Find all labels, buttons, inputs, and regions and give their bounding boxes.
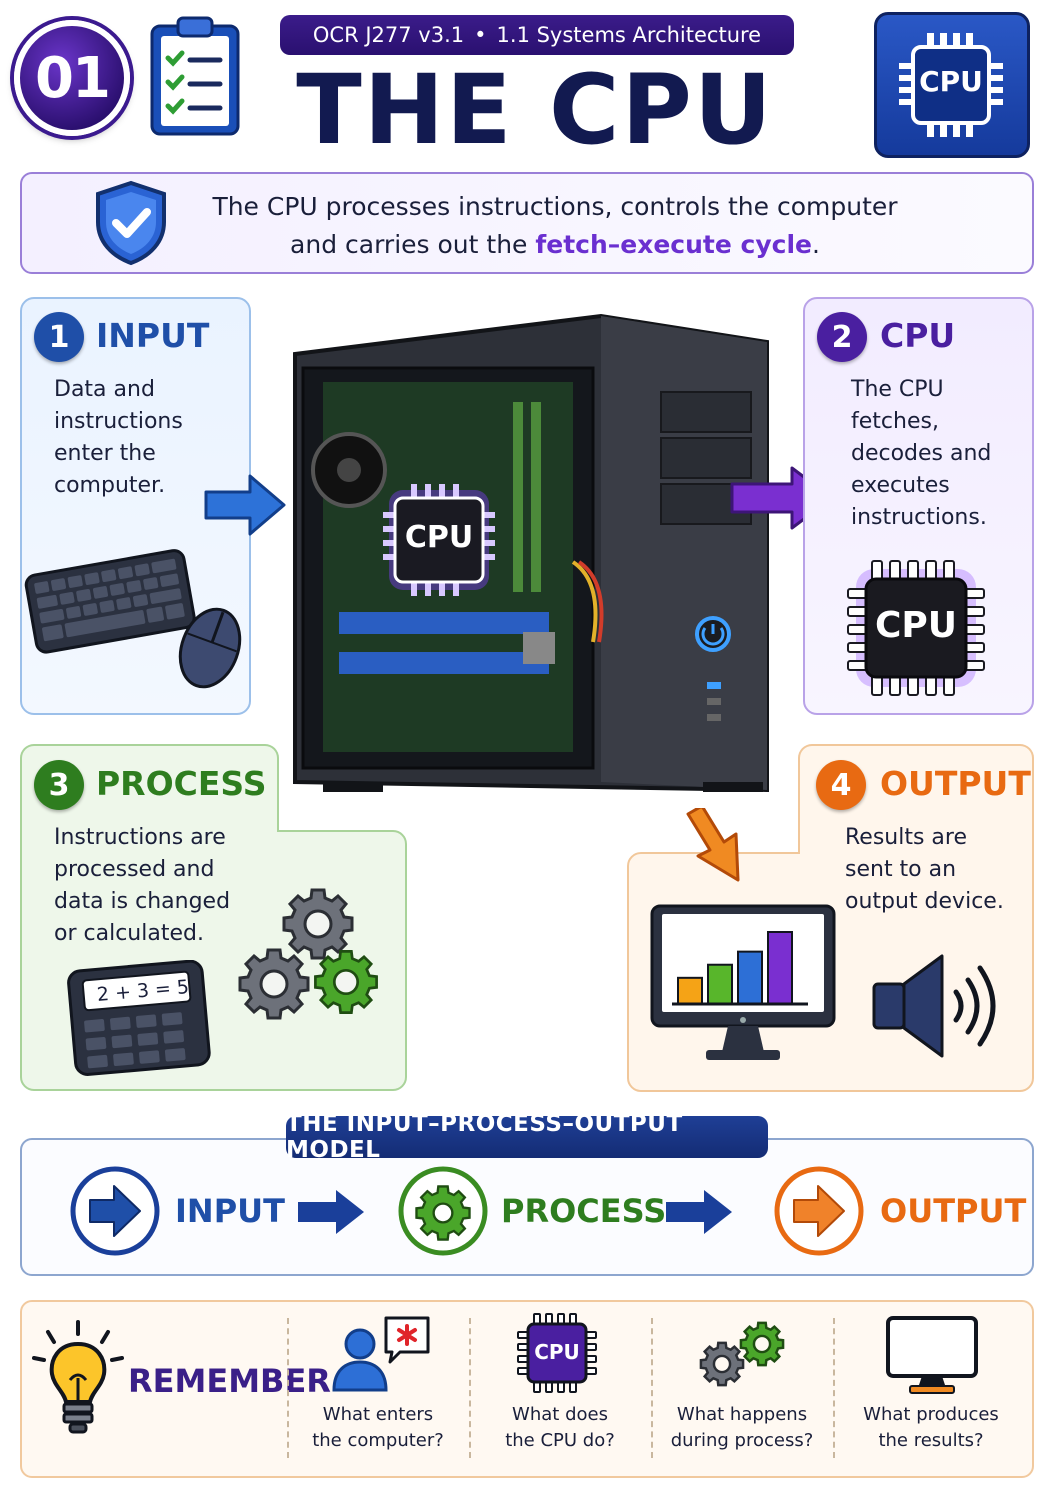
spec-topic: 1.1 Systems Architecture bbox=[496, 23, 762, 47]
step-2-number: 2 bbox=[817, 312, 867, 362]
step-1-line: enter the bbox=[54, 441, 156, 466]
output-circle-icon bbox=[774, 1166, 864, 1256]
fetch-execute-highlight: fetch–execute cycle bbox=[535, 230, 812, 259]
gears-icon bbox=[699, 1321, 785, 1387]
output-bar-chart bbox=[672, 931, 808, 1006]
step-2-line: fetches, bbox=[851, 409, 939, 434]
calculator-icon bbox=[67, 960, 211, 1076]
step-4-text: Results are sent to an output device. bbox=[845, 822, 1004, 918]
ipo-output-label: OUTPUT bbox=[880, 1192, 1027, 1230]
cpu-chip-icon bbox=[899, 33, 1003, 137]
step-3-text: Instructions are processed and data is c… bbox=[54, 822, 230, 950]
step-2-text: The CPU fetches, decodes and executes in… bbox=[851, 374, 991, 534]
definition-line-2-suffix: . bbox=[812, 230, 820, 259]
remember-title: REMEMBER bbox=[128, 1362, 331, 1400]
step-3-line: Instructions are bbox=[54, 825, 226, 850]
step-1-line: Data and bbox=[54, 377, 155, 402]
remember-question-3: What happens during process? bbox=[656, 1402, 828, 1454]
remember-question-4: What produces the results? bbox=[845, 1402, 1017, 1454]
remember-chip-label: CPU bbox=[534, 1340, 580, 1364]
question-line: during process? bbox=[670, 1430, 814, 1451]
page-title: THE CPU bbox=[296, 54, 774, 166]
remember-question-1: What enters the computer? bbox=[292, 1402, 464, 1454]
step-3-line: processed and bbox=[54, 857, 215, 882]
user-speech-icon bbox=[332, 1316, 430, 1392]
cpu-chip-icon bbox=[847, 560, 985, 696]
output-chart-bar bbox=[707, 963, 733, 1005]
output-chart-bar bbox=[767, 931, 793, 1005]
arrow-down-right-icon bbox=[686, 808, 740, 882]
tower-cpu-label: CPU bbox=[404, 520, 474, 555]
step-2-line: instructions. bbox=[851, 505, 987, 530]
remember-divider bbox=[833, 1318, 835, 1458]
spec-separator: • bbox=[474, 23, 487, 47]
input-circle-icon bbox=[70, 1166, 160, 1256]
question-line: What does bbox=[512, 1404, 608, 1425]
arrow-right-icon bbox=[204, 474, 286, 536]
step-1-line: computer. bbox=[54, 473, 166, 498]
question-line: the computer? bbox=[312, 1430, 444, 1451]
output-panel-join bbox=[800, 848, 1032, 858]
clipboard-checklist-icon bbox=[150, 16, 240, 136]
arrow-right-icon bbox=[666, 1190, 732, 1234]
monitor-icon bbox=[886, 1316, 978, 1394]
step-4-line: Results are bbox=[845, 825, 968, 850]
question-line: What happens bbox=[676, 1404, 808, 1425]
step-1-line: instructions bbox=[54, 409, 183, 434]
step-2-line: executes bbox=[851, 473, 950, 498]
step-1-text: Data and instructions enter the computer… bbox=[54, 374, 183, 502]
definition-line-1: The CPU processes instructions, controls… bbox=[212, 192, 898, 221]
question-line: the CPU do? bbox=[505, 1430, 615, 1451]
cpu-tile: CPU bbox=[874, 12, 1030, 158]
step-3-line: data is changed bbox=[54, 889, 231, 914]
definition-box bbox=[20, 172, 1034, 274]
ipo-input-label: INPUT bbox=[175, 1192, 285, 1230]
shield-check-icon bbox=[96, 180, 166, 266]
arrow-right-icon bbox=[298, 1190, 364, 1234]
step-2-title: CPU bbox=[880, 316, 956, 355]
step-4-line: output device. bbox=[845, 889, 1004, 914]
step-3-line: or calculated. bbox=[54, 921, 204, 946]
process-panel-join bbox=[22, 826, 277, 836]
remember-divider bbox=[287, 1318, 289, 1458]
step-2-line: decodes and bbox=[851, 441, 992, 466]
unit-number-badge: 01 bbox=[14, 20, 130, 136]
computer-tower bbox=[293, 313, 769, 792]
output-chart-bar bbox=[737, 950, 763, 1005]
ipo-process-label: PROCESS bbox=[501, 1192, 667, 1230]
remember-divider bbox=[469, 1318, 471, 1458]
lightbulb-icon bbox=[32, 1320, 124, 1434]
step-4-line: sent to an bbox=[845, 857, 957, 882]
keyboard-mouse-icon bbox=[24, 549, 242, 689]
remember-divider bbox=[651, 1318, 653, 1458]
gears-icon bbox=[238, 888, 378, 1020]
process-gear-icon bbox=[398, 1166, 488, 1256]
step-1-title: INPUT bbox=[96, 316, 210, 355]
definition-line-2-prefix: and carries out the bbox=[290, 230, 536, 259]
question-line: What enters bbox=[322, 1404, 434, 1425]
monitor-chart-icon bbox=[650, 904, 836, 1060]
cpu-tile-label: CPU bbox=[919, 65, 983, 98]
speaker-icon bbox=[872, 954, 996, 1058]
definition-line-2: and carries out the fetch–execute cycle. bbox=[190, 226, 920, 264]
definition-text: The CPU processes instructions, controls… bbox=[190, 188, 920, 264]
step-2-line: The CPU bbox=[851, 377, 944, 402]
unit-number: 01 bbox=[35, 45, 111, 111]
question-line: the results? bbox=[878, 1430, 984, 1451]
remember-question-2: What does the CPU do? bbox=[474, 1402, 646, 1454]
ipo-model-banner: THE INPUT–PROCESS–OUTPUT MODEL bbox=[286, 1111, 768, 1163]
step-3-title: PROCESS bbox=[96, 764, 267, 803]
step-4-title: OUTPUT bbox=[880, 764, 1031, 803]
question-line: What produces bbox=[863, 1404, 999, 1425]
step-4-number: 4 bbox=[816, 760, 866, 810]
ipo-model-box bbox=[20, 1138, 1034, 1276]
cpu-panel-chip-label: CPU bbox=[874, 605, 958, 646]
step-1-number: 1 bbox=[34, 312, 84, 362]
output-chart-bar bbox=[677, 976, 703, 1006]
spec-code: OCR J277 v3.1 bbox=[312, 23, 465, 47]
spec-pill: OCR J277 v3.1 • 1.1 Systems Architecture bbox=[280, 15, 794, 55]
cpu-chip-icon bbox=[517, 1313, 597, 1393]
step-3-number: 3 bbox=[34, 760, 84, 810]
